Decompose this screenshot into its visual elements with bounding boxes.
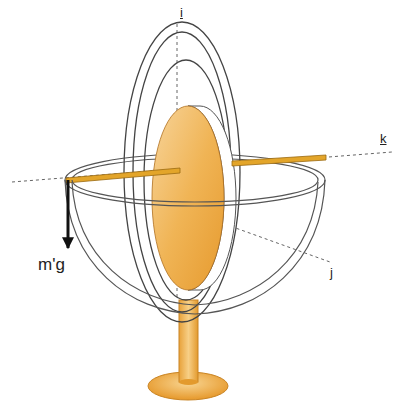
axle-rod xyxy=(66,155,326,183)
axis-label: i xyxy=(180,6,183,19)
rotor-disc xyxy=(152,106,236,290)
force-label: m'g xyxy=(38,256,65,273)
axis-label: j xyxy=(330,266,333,279)
weight-arrow xyxy=(67,180,70,248)
bowl-front xyxy=(65,180,325,314)
axes xyxy=(12,24,392,300)
stand xyxy=(148,300,228,400)
axis-label: k xyxy=(380,132,387,145)
